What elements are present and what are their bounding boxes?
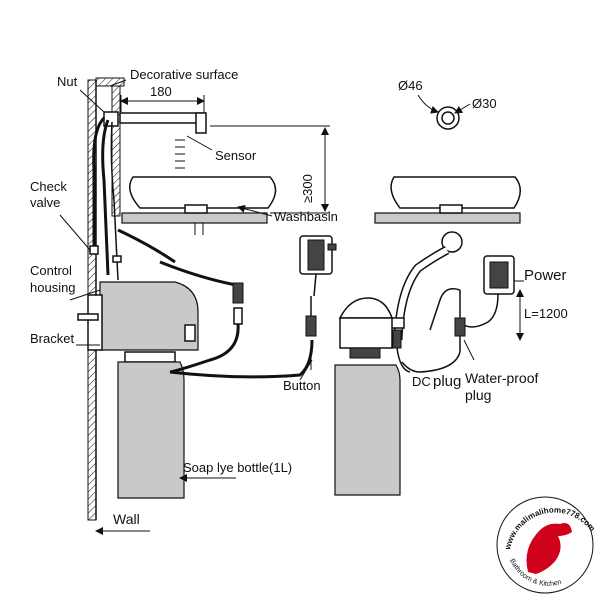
label-cable-length: L=1200: [524, 306, 568, 321]
label-button: Button: [283, 378, 321, 393]
spout: [103, 95, 207, 134]
label-waterproof-line2: plug: [465, 387, 491, 403]
housing-body: [99, 281, 199, 351]
connector-1: [232, 282, 244, 304]
label-sensor: Sensor: [215, 148, 257, 163]
washbasin-leader: [237, 204, 273, 217]
sensor-cable: [101, 119, 110, 276]
pump-dome: [338, 297, 394, 319]
check-valve-leader: [59, 214, 91, 251]
brand-logo: www.malimalihome778.com Bathroom & Kitch…: [496, 496, 597, 594]
button-leader: [299, 359, 313, 381]
sensor-leader: [186, 135, 213, 151]
label-nut: Nut: [57, 74, 78, 89]
dim-300: [210, 125, 330, 214]
label-dc-plug: plug: [433, 373, 461, 390]
washbasin-right: [374, 176, 521, 224]
label-decorative-surface: Decorative surface: [130, 67, 238, 82]
washbasin-left: [121, 176, 277, 235]
label-washbasin: Washbasin: [274, 209, 338, 224]
pump-body: [339, 317, 393, 349]
pipes: [89, 116, 122, 281]
sensor-beam: [175, 135, 213, 169]
label-wall: Wall: [113, 511, 140, 527]
label-dim-300: ≥300: [300, 174, 315, 203]
label-bracket: Bracket: [30, 331, 74, 346]
refill-assembly: [334, 231, 524, 496]
label-waterproof-line1: Water-proof: [465, 370, 539, 386]
counter-top: [121, 212, 268, 224]
inlet-fitting: [441, 231, 463, 253]
basin-bowl-right: [390, 176, 521, 209]
control-housing: [69, 281, 199, 351]
label-check-line2: valve: [30, 195, 60, 210]
label-dia-30: Ø30: [472, 96, 497, 111]
dc-plug-connector: [392, 329, 402, 349]
basin-bowl: [129, 176, 277, 209]
label-control-line2: housing: [30, 280, 76, 295]
nut-leader: [79, 89, 105, 113]
label-soap-bottle: Soap lye bottle(1L): [183, 460, 292, 475]
diameter-detail: [417, 94, 471, 130]
label-dim-180: 180: [150, 84, 172, 99]
spout-arm: [119, 112, 206, 124]
soap-bottle-right: [334, 364, 401, 496]
wiring: [117, 228, 337, 379]
label-dc-prefix: DC: [412, 374, 431, 389]
soap-bottle-left: [117, 351, 236, 499]
bracket-bolt: [77, 313, 99, 321]
waterproof-plug: [454, 317, 466, 337]
label-power: Power: [524, 267, 567, 284]
decorative-surface: [95, 77, 125, 217]
horse-icon: [526, 523, 572, 574]
counter-top-right: [374, 212, 521, 224]
spout-tip: [195, 112, 207, 134]
ring-inner: [441, 111, 455, 125]
label-check-line1: Check: [30, 179, 67, 194]
check-valve-pipe: [92, 116, 106, 250]
button-connector: [305, 315, 317, 337]
bracket-plate: [87, 294, 103, 351]
label-control-line1: Control: [30, 263, 72, 278]
decorative-leader: [109, 79, 127, 87]
housing-leader: [69, 289, 101, 301]
bottle-body: [117, 361, 185, 499]
check-valve: [89, 245, 99, 255]
label-dia-46: Ø46: [398, 78, 423, 93]
